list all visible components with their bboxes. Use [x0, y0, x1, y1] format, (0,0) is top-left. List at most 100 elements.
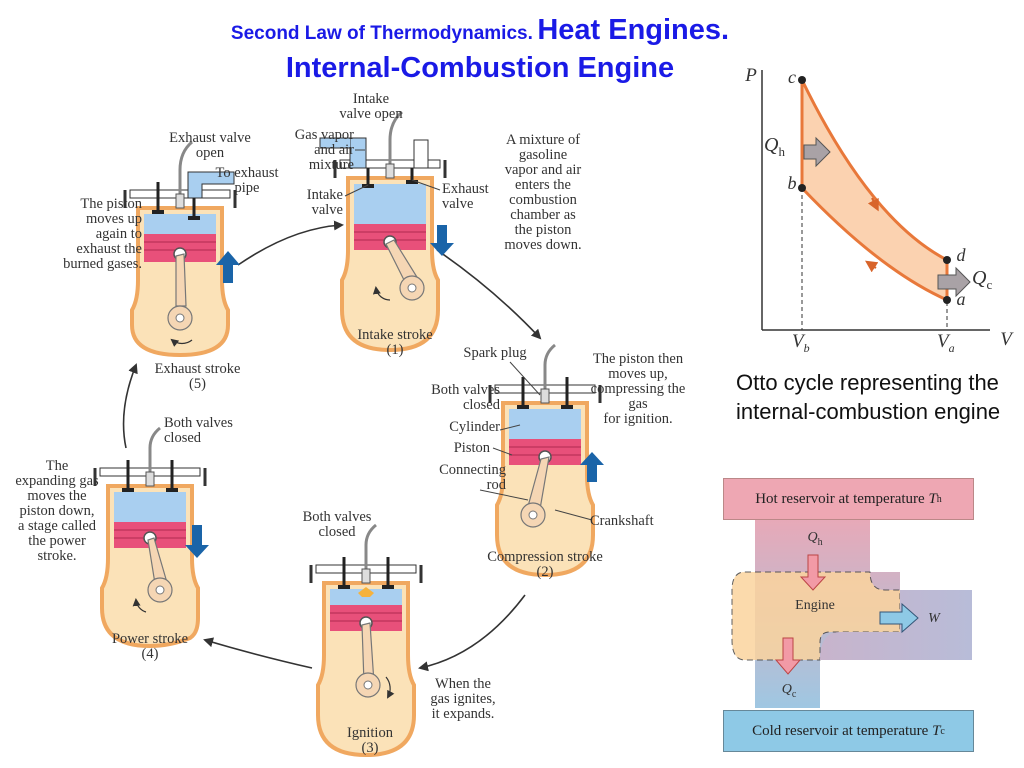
cycle-arrow-3-4 [203, 637, 313, 669]
engine-qh-arrow [799, 554, 827, 591]
both-valves-closed-4: Both valves closed [164, 415, 233, 446]
otto-cycle-chart [733, 62, 1018, 356]
engine-qc-label: Qc [774, 682, 804, 702]
otto-va-label: Va [937, 332, 967, 356]
engine-w-label: W [928, 611, 940, 626]
intake-desc: A mixture of gasoline vapor and air ente… [504, 132, 582, 253]
otto-point-a [943, 296, 951, 304]
engine-w-arrow [879, 602, 919, 634]
hot-reservoir-t: T [928, 490, 937, 507]
engine-dashed-outline [731, 571, 901, 661]
exhaust-stroke-num: (5) [189, 376, 206, 392]
otto-qh-label: Qh [764, 135, 804, 159]
power-stroke-name: Power stroke(4) [95, 632, 205, 662]
engine-qc-arrow [774, 637, 802, 675]
otto-qh-q: Q [764, 134, 779, 156]
ignition-desc: When the gas ignites, it expands. [430, 676, 496, 722]
otto-label-b: b [787, 173, 797, 193]
piston-label: Piston [453, 440, 490, 456]
spark-plug-label: Spark plug [463, 345, 527, 361]
ignition-title: Ignition [347, 725, 393, 741]
engine-qh-label: Qh [800, 530, 830, 550]
engine-qh-sub: h [817, 536, 823, 548]
gas-vapor-label: Gas vapor and air mixture [294, 127, 354, 173]
compression-stroke-num: (2) [536, 564, 554, 580]
otto-vb-sub: b [803, 340, 810, 355]
otto-point-d [943, 256, 951, 264]
otto-qh-arrow [803, 136, 831, 168]
compression-stroke-title: Compression stroke [487, 549, 603, 565]
otto-vb-v: V [792, 331, 804, 352]
compression-stroke-name: Compression stroke(2) [475, 550, 615, 580]
power-stroke-num: (4) [141, 646, 159, 662]
heat-engine-schematic [731, 520, 972, 708]
otto-qh-sub: h [778, 144, 785, 159]
exhaust-valve-label: Exhaust valve [442, 181, 489, 212]
otto-arrow-cd [867, 197, 879, 212]
exhaust-stroke-title: Exhaust stroke [154, 361, 241, 377]
otto-label-a: a [956, 289, 966, 309]
exhaust-valve-open-label: Exhaust valve open [169, 130, 251, 161]
exhaust-up-arrow [216, 251, 240, 283]
otto-qc-q: Q [972, 267, 987, 289]
both-valves-closed-2: Both valves closed [431, 382, 500, 413]
otto-axis-p: P [745, 65, 757, 86]
title-line-1: Second Law of Thermodynamics. Heat Engin… [0, 14, 960, 47]
cycle-arrow-4-5 [122, 363, 138, 449]
otto-point-b [798, 184, 806, 192]
engine-qc-q: Q [781, 682, 792, 697]
power-down-arrow [185, 525, 209, 558]
cold-reservoir-t: T [932, 722, 941, 739]
leader-lines [344, 149, 593, 521]
title-line-2: Internal-Combustion Engine [285, 52, 675, 84]
ignition-num: (3) [361, 740, 379, 756]
engine-power [93, 426, 207, 649]
ignition-name: Ignition(3) [330, 726, 410, 756]
engine-qh-q: Q [807, 530, 818, 545]
engine-qc-sub: c [791, 688, 797, 700]
connecting-rod-label: Connecting rod [439, 462, 506, 493]
cylinder-label: Cylinder [449, 419, 500, 435]
exhaust-desc: The piston moves up again to exhaust the… [63, 196, 142, 272]
intake-down-arrow [430, 225, 454, 256]
intake-valve-open-label: Intake valve open [339, 91, 403, 122]
otto-qc-arrow [937, 266, 971, 298]
otto-va-sub: a [948, 340, 955, 355]
cold-reservoir-text: Cold reservoir at temperature [752, 722, 929, 739]
otto-qc-sub: c [986, 277, 993, 292]
engine-label: Engine [795, 598, 835, 613]
otto-label-d: d [956, 245, 966, 265]
cycle-arrow-1-2 [436, 249, 542, 340]
otto-qc-label: Qc [972, 268, 1012, 292]
intake-stroke-title: Intake stroke [357, 327, 433, 343]
cold-reservoir-sub: c [940, 725, 945, 737]
intake-stroke-name: Intake stroke(1) [340, 328, 450, 358]
both-valves-closed-3: Both valves closed [302, 509, 372, 540]
hot-reservoir-text: Hot reservoir at temperature [755, 490, 925, 507]
exhaust-stroke-name: Exhaust stroke(5) [140, 362, 255, 392]
hot-reservoir-sub: h [936, 493, 942, 505]
engine-ignition [309, 523, 423, 758]
engine-w-channel [820, 590, 972, 660]
otto-vb-label: Vb [792, 331, 822, 356]
intake-valve-label: Intake valve [306, 187, 343, 218]
otto-point-c [798, 76, 806, 84]
cycle-arrow-5-1 [237, 220, 344, 266]
power-desc: The expanding gas moves the piston down,… [15, 458, 99, 564]
exhaust-pipe-label: To exhaust pipe [215, 165, 279, 196]
engine-intake [319, 110, 447, 353]
title-small: Second Law of Thermodynamics. [230, 23, 533, 44]
cycle-arrow-2-3 [418, 594, 526, 672]
otto-axis-v: V [1000, 329, 1012, 350]
otto-arrow-ab [865, 260, 879, 273]
otto-caption: Otto cycle representing the internal-com… [736, 370, 1001, 424]
intake-stroke-num: (1) [386, 342, 404, 358]
otto-label-c: c [788, 67, 796, 87]
compression-up-arrow [580, 452, 604, 482]
power-stroke-title: Power stroke [111, 631, 189, 647]
title-big: Heat Engines. [537, 14, 730, 46]
compression-desc: The piston then moves up, compressing th… [590, 351, 686, 427]
